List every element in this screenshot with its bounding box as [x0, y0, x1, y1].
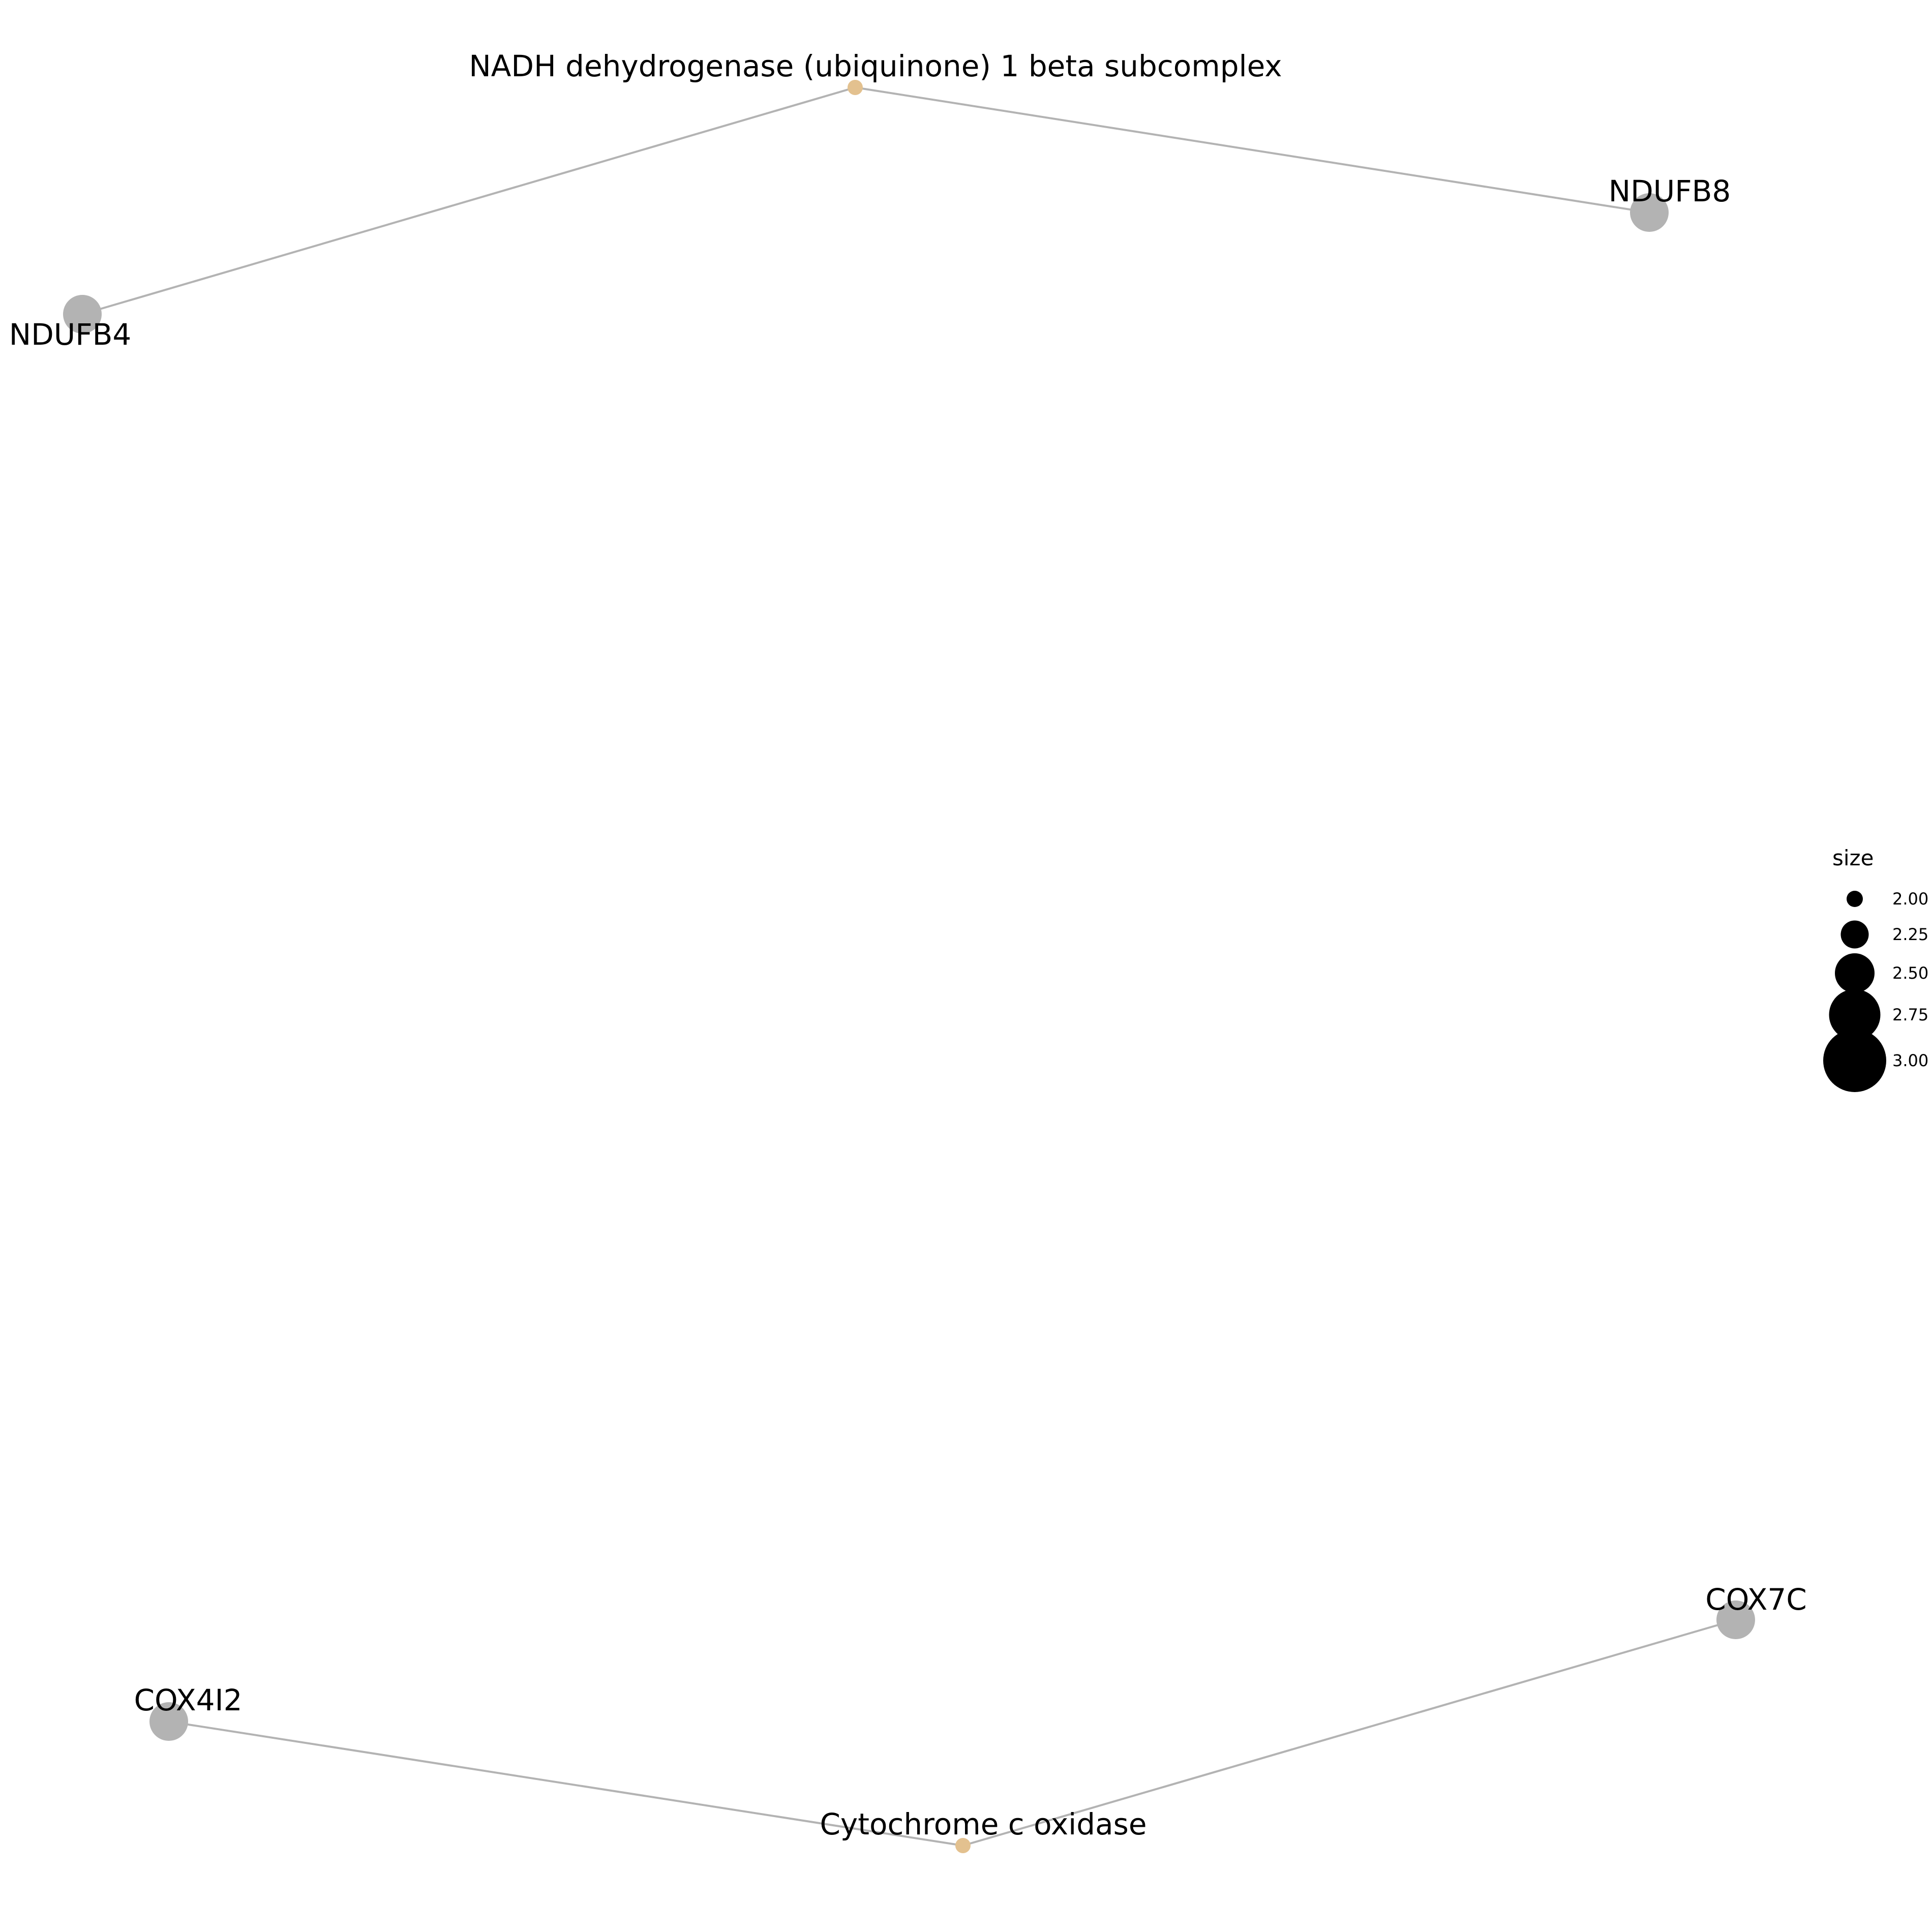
legend-key-3: [1829, 989, 1881, 1041]
label-layer: NADH dehydrogenase (ubiquinone) 1 beta s…: [9, 49, 1807, 1842]
category-label-cox: Cytochrome c oxidase: [820, 1807, 1146, 1842]
node-layer: [63, 80, 1755, 1853]
edge-ndufb-ndufb8: [855, 86, 1650, 214]
legend-label-4: 3.00: [1892, 1051, 1928, 1070]
size-legend: size 2.00 2.25 2.50 2.75 3.00: [1823, 846, 1928, 1092]
gene-label-cox4i2: COX4I2: [134, 1683, 242, 1717]
category-node-ndufb[interactable]: [848, 80, 863, 95]
legend-key-0: [1847, 891, 1863, 907]
gene-label-cox7c: COX7C: [1705, 1582, 1807, 1617]
legend-key-2: [1835, 953, 1875, 993]
gene-node-ndufb8[interactable]: [1630, 193, 1669, 232]
edge-layer: [82, 86, 1736, 1847]
gene-node-cox4i2[interactable]: [149, 1702, 188, 1741]
gene-node-ndufb4[interactable]: [63, 295, 102, 334]
edge-cox-cox7c: [962, 1619, 1736, 1847]
gene-label-ndufb8: NDUFB8: [1609, 174, 1731, 208]
gene-node-cox7c[interactable]: [1716, 1601, 1755, 1639]
legend-label-2: 2.50: [1892, 963, 1928, 983]
legend-title: size: [1832, 846, 1874, 870]
edge-cox-cox4i2: [168, 1720, 963, 1847]
legend-label-3: 2.75: [1892, 1005, 1928, 1024]
legend-key-4: [1823, 1029, 1886, 1092]
category-label-ndufb: NADH dehydrogenase (ubiquinone) 1 beta s…: [469, 49, 1282, 83]
category-node-cox[interactable]: [955, 1838, 971, 1853]
legend-key-1: [1840, 920, 1869, 949]
gene-label-ndufb4: NDUFB4: [9, 317, 132, 352]
edge-ndufb-ndufb4: [82, 86, 856, 315]
legend-label-1: 2.25: [1892, 925, 1928, 944]
legend-label-0: 2.00: [1892, 889, 1928, 909]
